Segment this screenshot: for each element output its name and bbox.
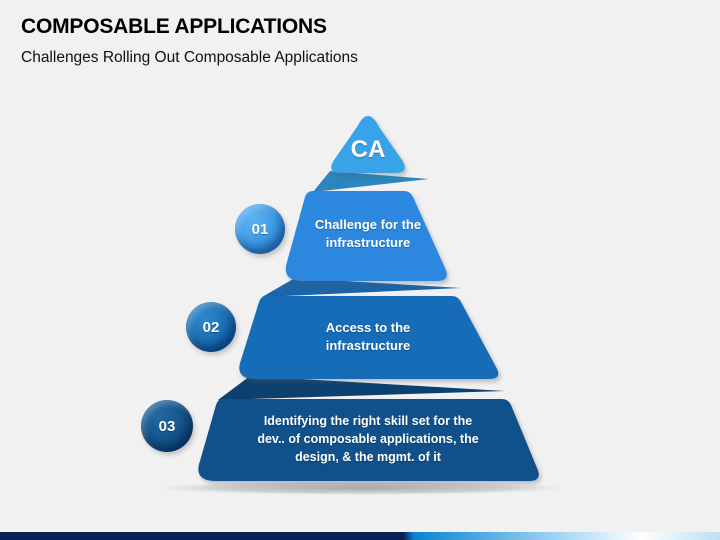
tier-3-number: 03	[158, 417, 176, 435]
tier-1-number-badge: 01	[235, 204, 285, 254]
fold-3-shape	[218, 376, 505, 400]
tier-3-text: Identifying the right skill set for the …	[257, 414, 479, 464]
bottom-accent-bar	[0, 532, 720, 540]
page-title: COMPOSABLE APPLICATIONS	[21, 15, 327, 38]
tier-1-number: 01	[251, 220, 269, 238]
tier-3-shape	[198, 399, 539, 481]
pyramid-floor-shadow	[156, 481, 568, 495]
tier-1-shape	[285, 191, 447, 281]
apex-label: CA	[350, 136, 386, 163]
fold-1-shape	[313, 171, 429, 192]
fold-2-shape	[262, 278, 461, 297]
slide-header: COMPOSABLE APPLICATIONS Challenges Rolli…	[21, 14, 621, 68]
tier-2-number-badge: 02	[186, 302, 236, 352]
pyramid-apex-shape	[331, 116, 405, 173]
tier-2-text: Access to the infrastructure	[325, 320, 411, 354]
tier-2-shape	[239, 296, 499, 379]
tier-2-number: 02	[202, 318, 220, 336]
tier-3-number-badge: 03	[141, 400, 193, 452]
page-subtitle: Challenges Rolling Out Composable Applic…	[21, 49, 358, 67]
tier-1-text: Challenge for the infrastructure	[314, 217, 422, 251]
